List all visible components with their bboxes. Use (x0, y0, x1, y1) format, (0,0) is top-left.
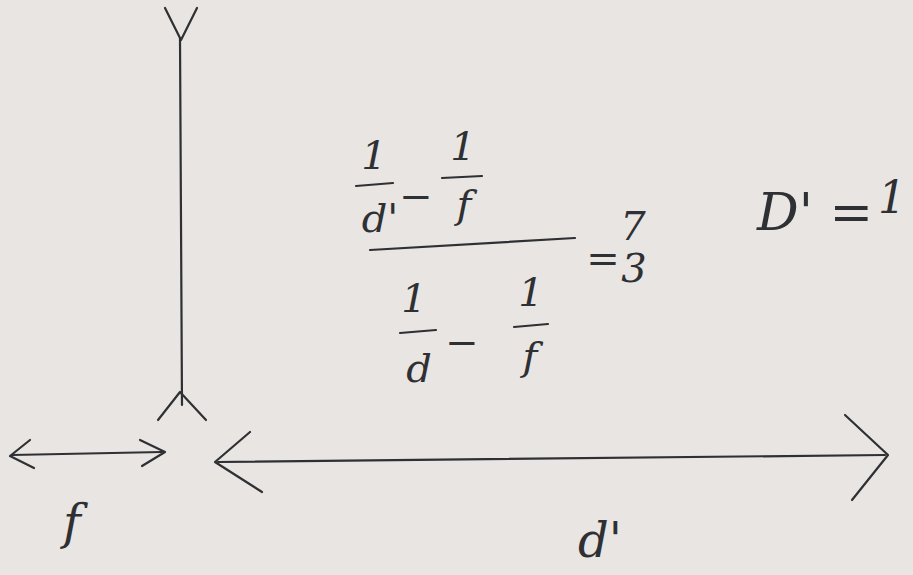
variable: f (523, 336, 538, 376)
denominator-digit: 3 (621, 248, 646, 288)
variable: d' (362, 198, 399, 238)
numerator-digit: 1 (361, 135, 386, 175)
numerator-digit: 1 (518, 272, 543, 312)
lens-arrow-bottom (158, 392, 206, 420)
variable: d (406, 348, 432, 388)
numerator-digit: 7 (620, 206, 645, 246)
dimension-arrow (845, 415, 888, 500)
numerator-digit: 1 (450, 126, 475, 166)
fraction-bar (370, 238, 575, 250)
dimension-line (218, 455, 885, 462)
dimension-label: f (63, 498, 81, 546)
dimension-arrow (140, 440, 165, 466)
numerator-digit: 1 (878, 176, 906, 220)
dimension-label: d' (578, 516, 622, 564)
dimension-arrow (215, 432, 262, 492)
variable: f (457, 184, 472, 224)
operator: − (399, 176, 433, 216)
dimension-line (12, 452, 162, 455)
dimension-arrow (10, 440, 34, 468)
operator: − (445, 322, 479, 362)
formula-term: D' = (757, 186, 873, 238)
fraction-bar (514, 324, 548, 327)
fraction-bar (356, 183, 393, 186)
lens-line (180, 38, 182, 405)
fraction-bar (442, 176, 482, 178)
equals-sign: = (586, 238, 620, 278)
numerator-digit: 1 (401, 278, 426, 318)
lens-arrow-top (165, 8, 197, 40)
fraction-bar (400, 330, 436, 333)
